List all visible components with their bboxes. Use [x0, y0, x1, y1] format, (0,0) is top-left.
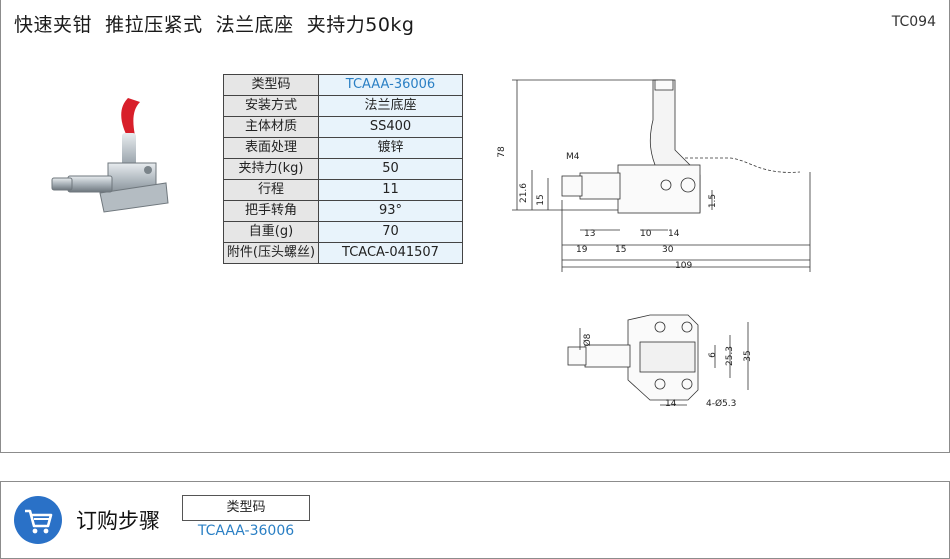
spec-value: 镀锌	[318, 137, 463, 159]
technical-drawing: 78 M4 21.6 15 1.5 13 14 10 19 15 30 109 …	[497, 79, 811, 409]
spec-value: SS400	[318, 116, 463, 138]
spec-value: 11	[318, 179, 463, 201]
dim-19: 19	[576, 245, 588, 255]
spec-key: 主体材质	[223, 116, 319, 138]
spec-row: 附件(压头螺丝)TCACA-041507	[223, 242, 463, 264]
product-photo	[51, 98, 169, 213]
dim-14a: 14	[668, 229, 680, 239]
dim-13: 13	[584, 229, 595, 239]
spec-value: 93°	[318, 200, 463, 222]
dim-14b: 14	[665, 399, 677, 409]
dim-21-6: 21.6	[519, 183, 529, 203]
order-panel	[0, 481, 950, 559]
spec-key: 类型码	[223, 74, 319, 96]
spec-value[interactable]: TCAAA-36006	[318, 74, 463, 96]
dim-6: 6	[708, 352, 718, 358]
dim-78: 78	[497, 146, 507, 158]
page-title: 快速夹钳 推拉压紧式 法兰底座 夹持力50kg	[14, 14, 415, 36]
dim-35: 35	[743, 350, 753, 361]
dim-10: 10	[640, 229, 652, 239]
spec-row: 安装方式法兰底座	[223, 95, 463, 117]
product-panel	[0, 0, 950, 453]
spec-row: 夹持力(kg)50	[223, 158, 463, 180]
spec-row: 自重(g)70	[223, 221, 463, 243]
spec-value: 法兰底座	[318, 95, 463, 117]
product-code: TC094	[891, 14, 936, 30]
spec-value: TCACA-041507	[318, 242, 463, 264]
order-title: 订购步骤	[76, 509, 160, 533]
dim-15a: 15	[536, 194, 546, 205]
top-view	[567, 314, 749, 406]
side-view	[512, 79, 811, 272]
cart-icon	[14, 496, 62, 544]
dim-15b: 15	[615, 245, 626, 255]
dim-1-5: 1.5	[708, 194, 718, 208]
dim-25-3: 25.3	[725, 346, 735, 366]
dim-d8: Ø8	[582, 333, 593, 346]
spec-key: 夹持力(kg)	[223, 158, 319, 180]
spec-key: 安装方式	[223, 95, 319, 117]
dim-m4: M4	[566, 152, 580, 162]
spec-row: 表面处理镀锌	[223, 137, 463, 159]
spec-key: 行程	[223, 179, 319, 201]
order-code-link[interactable]: TCAAA-36006	[197, 523, 295, 539]
spec-value: 50	[318, 158, 463, 180]
spec-key: 把手转角	[223, 200, 319, 222]
spec-value: 70	[318, 221, 463, 243]
spec-key: 自重(g)	[223, 221, 319, 243]
spec-key: 表面处理	[223, 137, 319, 159]
spec-key: 附件(压头螺丝)	[223, 242, 319, 264]
dim-30: 30	[662, 245, 674, 255]
dim-holes: 4-Ø5.3	[706, 398, 736, 409]
order-header: 类型码	[182, 495, 310, 521]
dim-109: 109	[675, 261, 692, 271]
